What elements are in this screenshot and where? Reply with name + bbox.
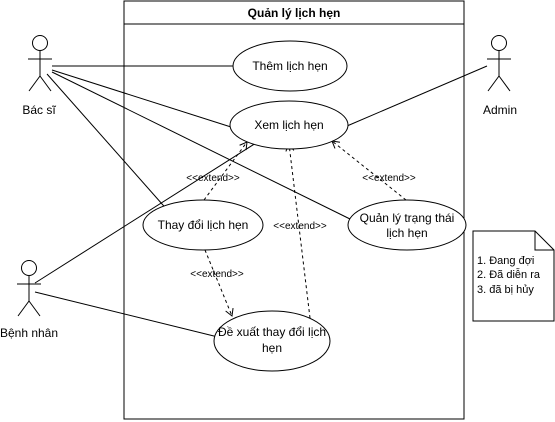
status-note: 1. Đang đợi 2. Đã diễn ra 3. đã bị hủy	[472, 230, 555, 322]
svg-text:lịch hẹn: lịch hẹn	[386, 226, 427, 240]
actor-admin-label: Admin	[483, 103, 517, 117]
use-case-manage-status[interactable]: Quản lý trạng thái lịch hẹn	[347, 199, 467, 251]
assoc-patient-view	[34, 142, 257, 284]
svg-text:Thêm lịch hẹn: Thêm lịch hẹn	[252, 59, 327, 73]
extend-label-3: <<extend>>	[273, 221, 327, 232]
extend-manage-to-view	[331, 140, 407, 201]
actor-admin[interactable]: Admin	[483, 35, 517, 118]
svg-text:1. Đang đợi: 1. Đang đợi	[477, 255, 534, 267]
svg-text:Quản lý trạng thái: Quản lý trạng thái	[360, 211, 455, 225]
svg-text:Thay đổi lịch hẹn: Thay đổi lịch hẹn	[158, 218, 249, 232]
use-case-add-appointment[interactable]: Thêm lịch hẹn	[232, 40, 348, 92]
assoc-doctor-view	[51, 69, 232, 128]
svg-text:Xem lịch hẹn: Xem lịch hẹn	[254, 118, 323, 132]
extend-relations: <<extend>> <<extend>> <<extend>> <<exten…	[186, 140, 416, 319]
extend-change-to-view	[203, 141, 248, 201]
svg-text:3. đã bị hủy: 3. đã bị hủy	[477, 284, 534, 296]
assoc-doctor-change	[46, 73, 171, 214]
extend-label-4: <<extend>>	[190, 269, 244, 280]
associations	[34, 65, 488, 339]
system-title: Quản lý lịch hẹn	[248, 6, 341, 20]
actor-doctor[interactable]: Bác sĩ	[22, 35, 56, 118]
use-case-change-appointment[interactable]: Thay đổi lịch hẹn	[142, 199, 264, 251]
extend-label-1: <<extend>>	[186, 173, 240, 184]
actor-doctor-label: Bác sĩ	[22, 103, 56, 117]
extend-label-2: <<extend>>	[362, 173, 416, 184]
actor-patient[interactable]: Bệnh nhân	[0, 260, 58, 341]
assoc-doctor-manage	[51, 71, 351, 220]
svg-text:Đề xuất thay đổi lịch: Đề xuất thay đổi lịch	[218, 325, 326, 339]
extend-propose-to-view	[285, 142, 311, 319]
svg-text:2. Đã diễn ra: 2. Đã diễn ra	[477, 268, 541, 281]
assoc-admin-view	[346, 65, 488, 127]
assoc-patient-propose	[34, 291, 223, 339]
use-case-propose-change[interactable]: Đề xuất thay đổi lịch hẹn	[213, 310, 331, 372]
use-case-view-appointment[interactable]: Xem lịch hẹn	[229, 100, 349, 150]
svg-text:hẹn: hẹn	[262, 341, 282, 355]
actor-patient-label: Bệnh nhân	[0, 326, 58, 340]
